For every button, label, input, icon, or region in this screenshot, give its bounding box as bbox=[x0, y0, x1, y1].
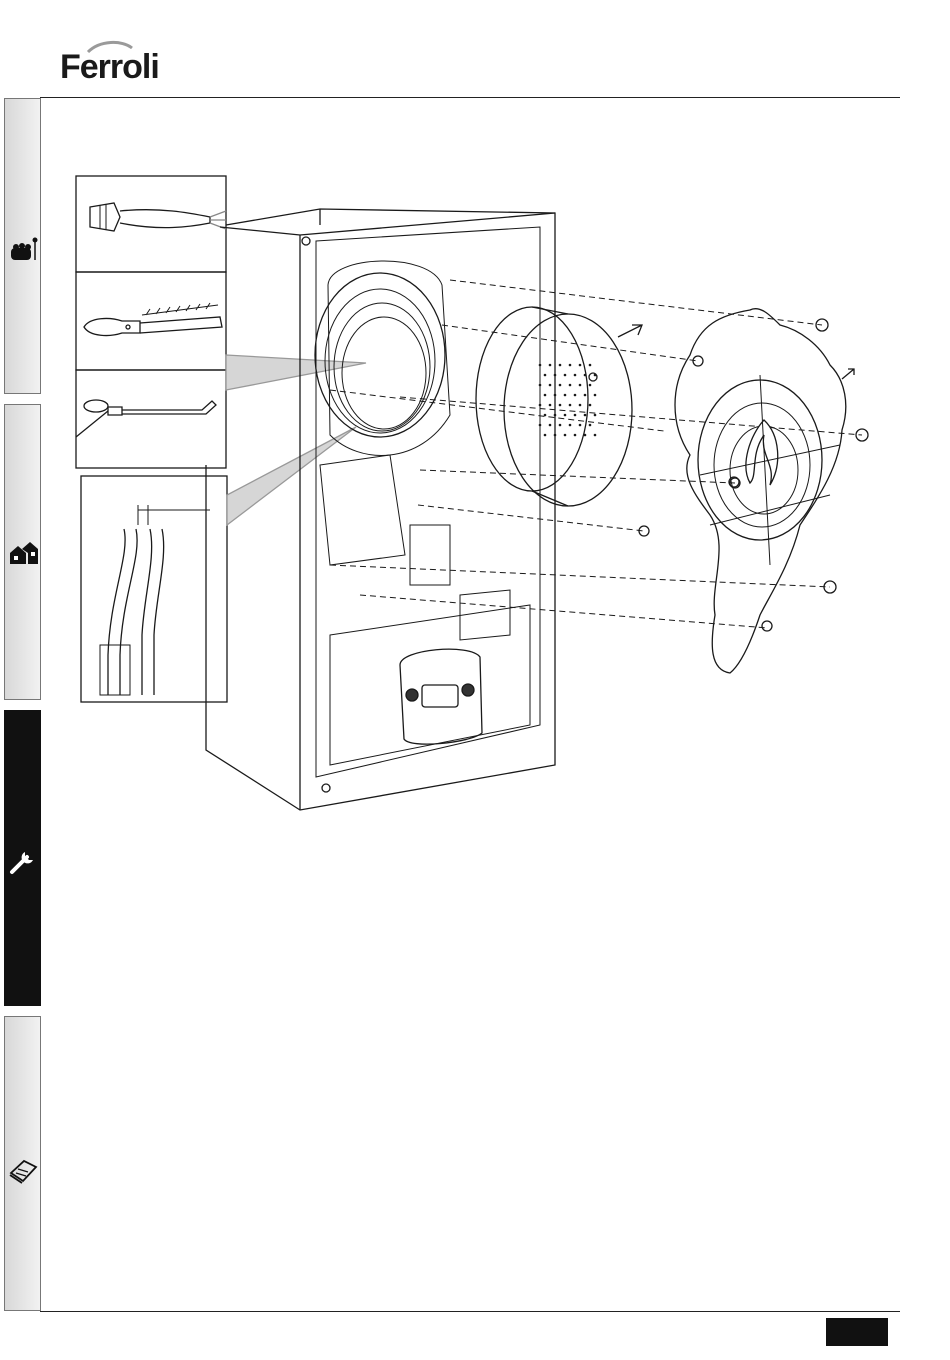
control-panel bbox=[400, 649, 482, 744]
page-number-badge bbox=[826, 1318, 888, 1346]
brand-logo: Ferroli bbox=[60, 38, 170, 90]
wrench-icon bbox=[8, 845, 39, 876]
clipboard-icon bbox=[8, 1155, 39, 1186]
tab-service[interactable] bbox=[4, 710, 41, 1006]
boiler-exploded-diagram bbox=[70, 165, 870, 825]
footer-divider bbox=[40, 1311, 900, 1312]
installer-house-icon bbox=[8, 537, 39, 568]
internal-components bbox=[320, 455, 530, 765]
nozzle-tool-inset bbox=[76, 370, 226, 468]
insulation-disc bbox=[476, 307, 642, 506]
boiler-casing bbox=[206, 209, 555, 810]
air-blower-inset bbox=[76, 176, 226, 272]
section-tabs bbox=[4, 98, 42, 1311]
user-home-icon bbox=[8, 235, 39, 266]
tab-installer[interactable] bbox=[4, 404, 41, 700]
wire-brush-inset bbox=[76, 272, 226, 370]
tab-user[interactable] bbox=[4, 98, 41, 394]
brand-logo-text: Ferroli bbox=[60, 50, 159, 84]
header-divider bbox=[40, 97, 900, 98]
tab-technical-data[interactable] bbox=[4, 1016, 41, 1311]
heat-exchanger bbox=[315, 261, 450, 455]
electrode-gap-inset bbox=[81, 476, 227, 702]
